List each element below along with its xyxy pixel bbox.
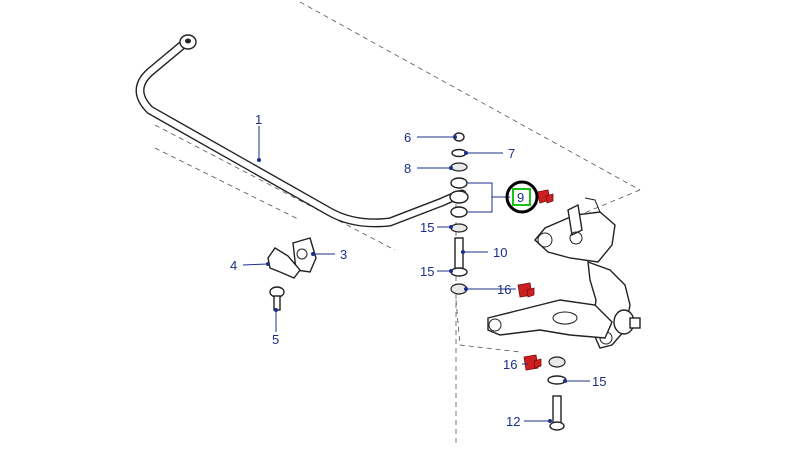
callout-15-top[interactable]: 15: [420, 220, 434, 235]
bushing-bracket: [267, 247, 301, 279]
torque-tag-icon: [517, 282, 535, 298]
callout-7[interactable]: 7: [508, 146, 515, 161]
callout-4[interactable]: 4: [230, 258, 237, 273]
callout-15-mid[interactable]: 15: [420, 264, 434, 279]
selected-callout-highlight[interactable]: [505, 180, 539, 214]
upper-control-arm: [534, 197, 616, 263]
callout-10[interactable]: 10: [493, 245, 507, 260]
callout-3[interactable]: 3: [340, 247, 347, 262]
lower-control-arm: [487, 299, 613, 339]
callout-6[interactable]: 6: [404, 130, 411, 145]
torque-tag-icon: [523, 354, 542, 371]
callout-16-lower[interactable]: 16: [503, 357, 517, 372]
stabilizer-bar: [135, 34, 467, 228]
leader-lines: [242, 126, 590, 423]
callout-5[interactable]: 5: [272, 332, 279, 347]
callout-12[interactable]: 12: [506, 414, 520, 429]
callout-9[interactable]: 9: [517, 190, 524, 205]
callout-15-bottom[interactable]: 15: [592, 374, 606, 389]
callout-8[interactable]: 8: [404, 161, 411, 176]
torque-tag-icon: [536, 189, 554, 204]
callout-labels: 1 3 4 5 6 7 8 9 10 15 15 15 16 16 12: [230, 112, 606, 429]
callout-1[interactable]: 1: [255, 112, 262, 127]
bracket-bolt: [269, 286, 285, 311]
callout-16-upper[interactable]: 16: [497, 282, 511, 297]
